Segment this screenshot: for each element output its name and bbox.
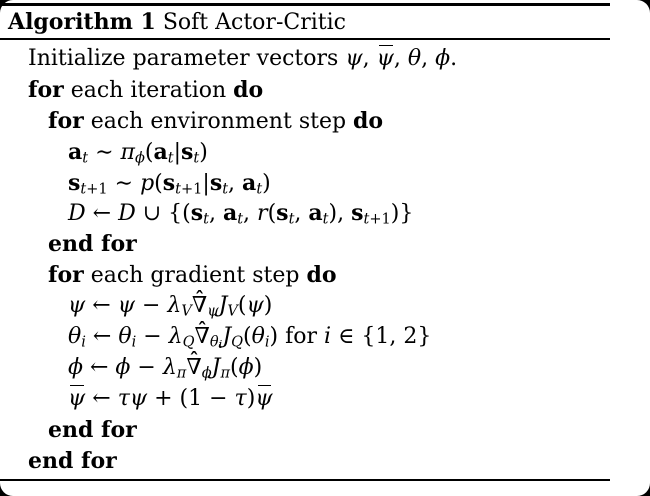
accented-symbol: ˆ∇ <box>194 318 210 350</box>
algorithm-line-1: Initialize parameter vectors ψ, ψ, θ, ϕ. <box>0 44 650 75</box>
algorithm-line-5: st+1 ∼ p(st+1|st, at) <box>68 169 271 197</box>
algorithm-line-8: for each gradient step do <box>48 262 337 289</box>
accented-symbol: ˆ∇ <box>191 287 208 319</box>
algorithm-line-3: for each environment step do <box>48 107 384 134</box>
algorithm-line-2: for each iteration do <box>28 76 264 103</box>
algorithm-line-12: ψ ← τψ + (1 − τ)ψ <box>0 384 650 415</box>
bottom-rule <box>0 479 610 481</box>
algorithm-line-14: end for <box>28 447 117 474</box>
header-rule <box>0 38 610 40</box>
algorithm-body: Initialize parameter vectors ψ, ψ, θ, ϕ.… <box>0 44 650 476</box>
accented-symbol: ˆ∇ <box>186 349 202 380</box>
top-rule <box>0 3 610 6</box>
algorithm-title: Algorithm 1 Soft Actor-Critic <box>8 9 346 35</box>
algorithm-line-6: D ← D ∪ {(st, at, r(st, at), st+1)} <box>68 200 414 228</box>
algorithm-line-13: end for <box>48 416 137 443</box>
algorithm-line-7: end for <box>48 231 137 258</box>
algorithm-line-4: at ∼ πϕ(at|st) <box>68 138 208 166</box>
